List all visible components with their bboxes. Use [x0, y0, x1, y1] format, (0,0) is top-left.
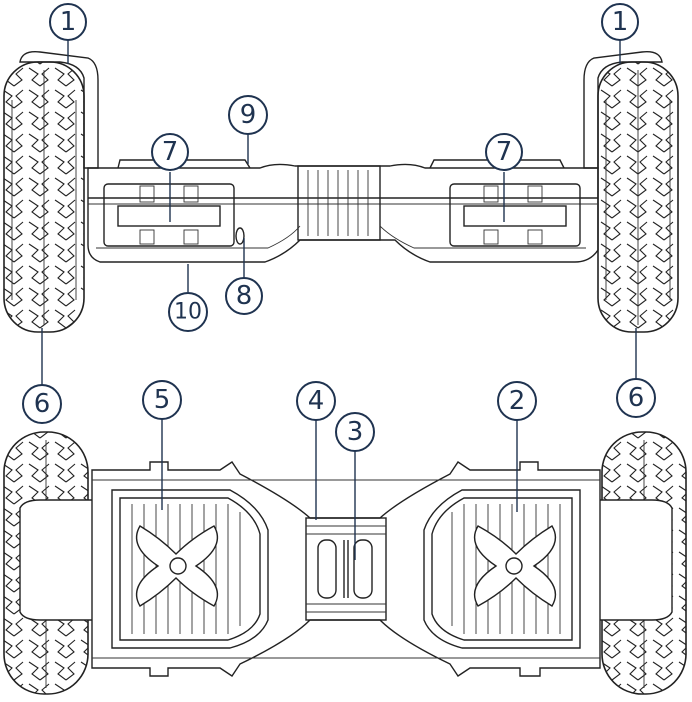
left-wheel-side [4, 62, 84, 332]
callout-5: 5 [143, 381, 181, 419]
callout-7-left: 7 [152, 134, 188, 170]
callout-3: 3 [336, 413, 374, 451]
callout-label: 7 [162, 137, 179, 167]
right-fender-top [592, 500, 672, 620]
callout-label: 8 [236, 281, 253, 311]
top-view [4, 432, 686, 694]
callout-label: 5 [154, 385, 171, 415]
callout-label: 9 [240, 100, 257, 130]
left-bumper-side [104, 184, 234, 246]
callout-7-right: 7 [486, 134, 522, 170]
callout-label: 2 [509, 386, 526, 416]
callout-2: 2 [498, 382, 536, 420]
charging-port [236, 228, 244, 244]
callout-6-right: 6 [617, 379, 655, 417]
side-view [4, 52, 678, 332]
callout-label: 10 [174, 300, 202, 325]
callout-10: 10 [169, 293, 207, 331]
callout-label: 6 [34, 389, 51, 419]
right-wheel-side [598, 62, 678, 332]
callout-1-left: 1 [50, 4, 86, 40]
right-bumper-side [450, 184, 580, 246]
callout-label: 6 [628, 383, 645, 413]
callout-1-right: 1 [602, 4, 638, 40]
callout-6-left: 6 [23, 385, 61, 423]
callout-4: 4 [297, 382, 335, 420]
callout-label: 4 [308, 386, 325, 416]
callout-label: 1 [612, 7, 629, 37]
callout-8: 8 [226, 278, 262, 314]
callout-label: 1 [60, 7, 77, 37]
callout-9: 9 [229, 96, 267, 134]
left-fender-top [20, 500, 100, 620]
callout-label: 7 [496, 137, 513, 167]
callout-label: 3 [347, 417, 364, 447]
